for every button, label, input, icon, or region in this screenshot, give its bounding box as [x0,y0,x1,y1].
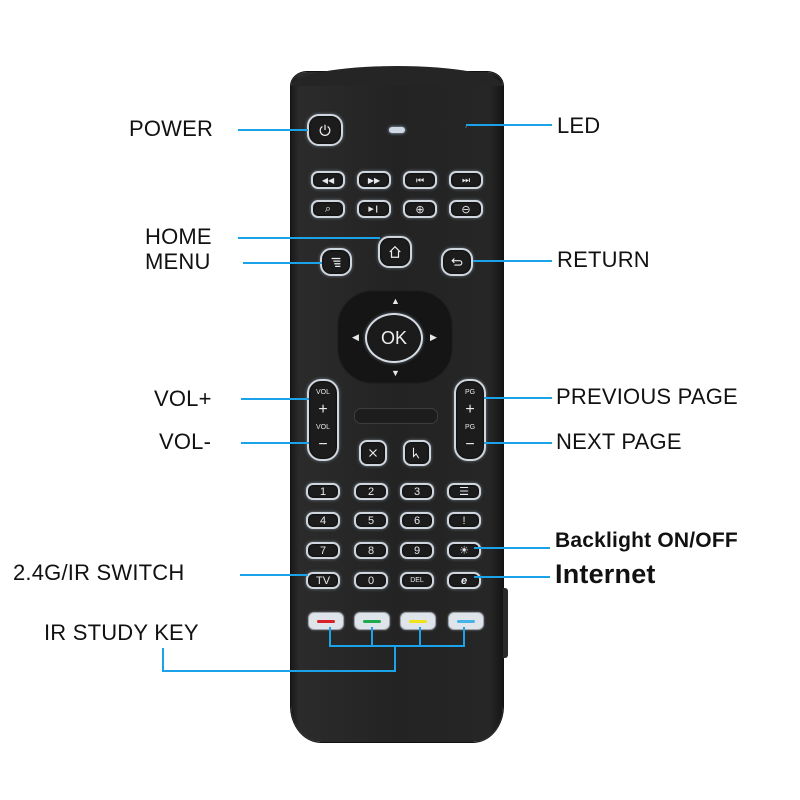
ir-study-callout-horizontal [162,670,396,672]
vol-down-button[interactable]: − [318,436,328,453]
backlight-label: Backlight ON/OFF [555,529,738,552]
internet-label: Internet [555,559,656,589]
return-button[interactable] [441,248,473,276]
yellow-key[interactable] [400,612,436,630]
led-label: LED [557,113,601,138]
previous-page-callout-line [484,397,552,399]
cursor-icon [412,447,420,459]
home-label: HOME [145,224,212,249]
fast-forward-button[interactable]: ▶▶ [357,171,391,189]
pg-up-text: PG [464,389,476,396]
blue-key[interactable] [448,612,484,630]
switch-label: 2.4G/IR SWITCH [13,560,185,585]
ir-study-branch-red [329,627,331,647]
delete-button[interactable]: DEL [400,572,434,589]
play-pause-button[interactable]: ▶❙ [357,200,391,218]
previous-page-label: PREVIOUS PAGE [556,384,738,409]
vol-down-text: VOL [315,424,330,431]
page-down-button[interactable]: − [465,436,475,453]
power-label: POWER [129,116,214,141]
vol-down-callout-line [241,442,309,444]
ir-sensor [465,126,467,128]
internet-button[interactable]: e [447,572,481,589]
vol-up-text: VOL [315,389,330,396]
previous-track-button[interactable]: ⏮ [403,171,437,189]
side-switch [503,588,508,658]
home-callout-line [238,237,380,239]
search-button[interactable]: ⌕ [311,200,345,218]
key-9[interactable]: 9 [400,542,434,559]
menu-label: MENU [145,249,211,274]
ir-study-branch-yellow [419,627,421,647]
return-icon [451,258,463,266]
home-button[interactable] [378,236,412,268]
vol-up-button[interactable]: + [318,401,328,418]
backlight-button[interactable]: ☀ [447,542,481,559]
menu-icon [331,257,341,267]
arrow-left-icon[interactable]: ◀ [352,332,359,342]
red-key[interactable] [308,612,344,630]
key-8[interactable]: 8 [354,542,388,559]
next-page-label: NEXT PAGE [556,429,682,454]
mute-button[interactable] [359,440,387,466]
menu-callout-line [243,262,322,264]
tv-switch-button[interactable]: TV [306,572,340,589]
switch-callout-line [240,574,308,576]
arrow-right-icon[interactable]: ▶ [430,332,437,342]
home-icon [389,245,401,258]
zoom-out-button[interactable]: ⊖ [449,200,483,218]
key-7[interactable]: 7 [306,542,340,559]
next-track-button[interactable]: ⏭ [449,171,483,189]
led-callout-line [466,124,552,126]
ir-study-label: IR STUDY KEY [44,620,199,645]
vol-down-label: VOL- [159,429,212,454]
ir-study-branch-green [371,627,373,647]
key-4[interactable]: 4 [306,512,340,529]
mouse-mode-button[interactable] [403,440,431,466]
key-info[interactable]: ! [447,512,481,529]
vol-up-callout-line [241,398,309,400]
ir-study-branch-stem [394,646,396,672]
key-notes[interactable]: ☰ [447,483,481,500]
page-rocker[interactable]: PG + PG − [454,379,486,461]
return-label: RETURN [557,247,650,272]
led-indicator [389,127,405,133]
ir-study-branch-bar [329,645,465,647]
page-up-button[interactable]: + [465,401,475,418]
power-callout-line [238,129,308,131]
key-1[interactable]: 1 [306,483,340,500]
mic-slot [354,408,438,424]
key-0[interactable]: 0 [354,572,388,589]
vol-up-label: VOL+ [154,386,212,411]
green-key[interactable] [354,612,390,630]
ir-study-callout-vertical [162,648,164,672]
mute-icon [369,449,377,457]
key-5[interactable]: 5 [354,512,388,529]
ir-study-branch-blue [463,627,465,647]
rewind-button[interactable]: ◀◀ [311,171,345,189]
menu-button[interactable] [320,248,352,276]
power-button[interactable] [307,114,343,146]
ok-button[interactable]: OK [365,313,423,363]
arrow-down-icon[interactable]: ▼ [391,368,400,378]
backlight-callout-line [474,547,550,549]
arrow-up-icon[interactable]: ▲ [391,296,400,306]
key-3[interactable]: 3 [400,483,434,500]
next-page-callout-line [484,442,552,444]
power-icon [319,124,331,136]
key-6[interactable]: 6 [400,512,434,529]
internet-callout-line [474,576,550,578]
key-2[interactable]: 2 [354,483,388,500]
return-callout-line [473,260,552,262]
volume-rocker[interactable]: VOL + VOL − [307,379,339,461]
pg-down-text: PG [464,424,476,431]
zoom-in-button[interactable]: ⊕ [403,200,437,218]
